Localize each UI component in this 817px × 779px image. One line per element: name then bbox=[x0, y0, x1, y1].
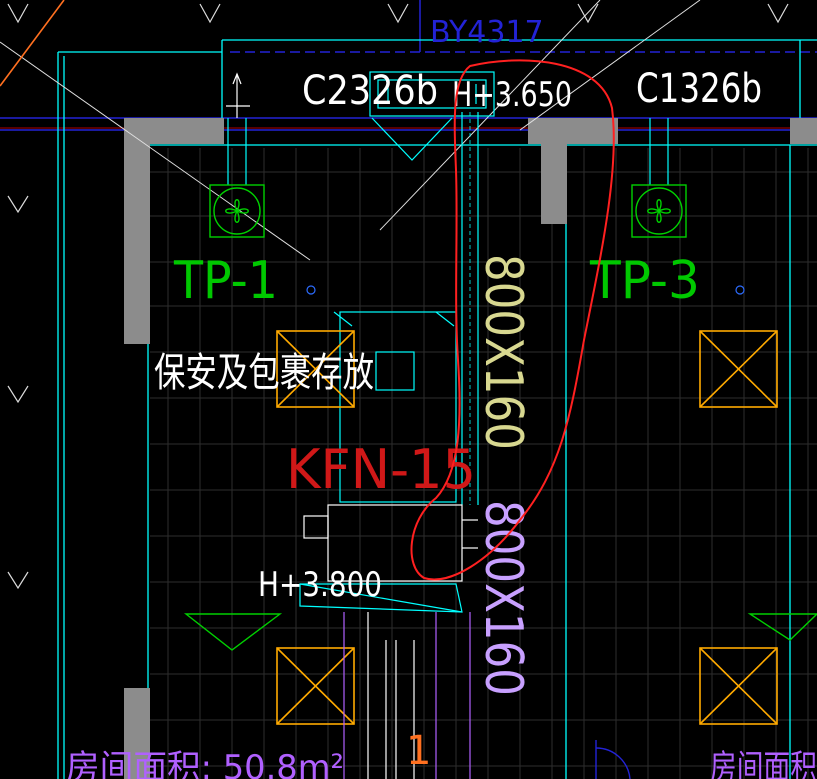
green-triangles bbox=[183, 613, 817, 651]
room-name-label: 保安及包裹存放 bbox=[154, 350, 374, 396]
diffuser-upper-right-icon bbox=[699, 330, 778, 408]
fan-right-icon bbox=[631, 184, 687, 238]
window-right-label: C1326b bbox=[636, 66, 762, 112]
tick-marks bbox=[7, 3, 789, 590]
intake-fixture bbox=[369, 71, 495, 117]
air-handling-unit bbox=[303, 504, 478, 582]
fan-left-label: TP-1 bbox=[173, 251, 278, 311]
grid-label: BY4317 bbox=[430, 15, 544, 50]
marker-one-label: 1 bbox=[406, 728, 431, 774]
diffuser-upper-left-icon bbox=[276, 330, 355, 408]
fan-pipes bbox=[227, 118, 669, 185]
walls bbox=[124, 118, 817, 779]
bottom-right-area-label: 房间面积 bbox=[710, 748, 817, 779]
fan-unit-label: KFN-15 bbox=[286, 438, 476, 501]
fan-right-label: TP-3 bbox=[589, 251, 700, 311]
diffuser-lower-right-icon bbox=[699, 647, 778, 725]
lower-risers bbox=[343, 612, 471, 779]
fan-left-icon bbox=[209, 184, 265, 238]
main-duct bbox=[461, 112, 479, 505]
window-arrow bbox=[226, 72, 250, 118]
duct-upper-label: 800X160 bbox=[473, 254, 533, 450]
red-markup-circle bbox=[410, 59, 615, 581]
intake-triangle-icon bbox=[371, 117, 453, 161]
leader-lines bbox=[0, 0, 701, 261]
point-marker-right bbox=[735, 285, 745, 295]
elevation-top-label: H+3.650 bbox=[452, 75, 572, 115]
diffuser-icons bbox=[276, 330, 778, 725]
diffuser-lower-left-icon bbox=[276, 647, 355, 725]
bottom-left-area-label: 房间面积: 50.8m² bbox=[66, 748, 344, 779]
elevation-mid-label: H+3.800 bbox=[258, 565, 382, 605]
orange-leader-line bbox=[0, 0, 65, 87]
ahu-discharge bbox=[299, 583, 463, 613]
duct-lower-label: 800X160 bbox=[473, 500, 533, 696]
door-swing-arc bbox=[595, 747, 631, 779]
point-marker-left bbox=[306, 285, 316, 295]
window-left-label: C2326b bbox=[302, 68, 438, 114]
